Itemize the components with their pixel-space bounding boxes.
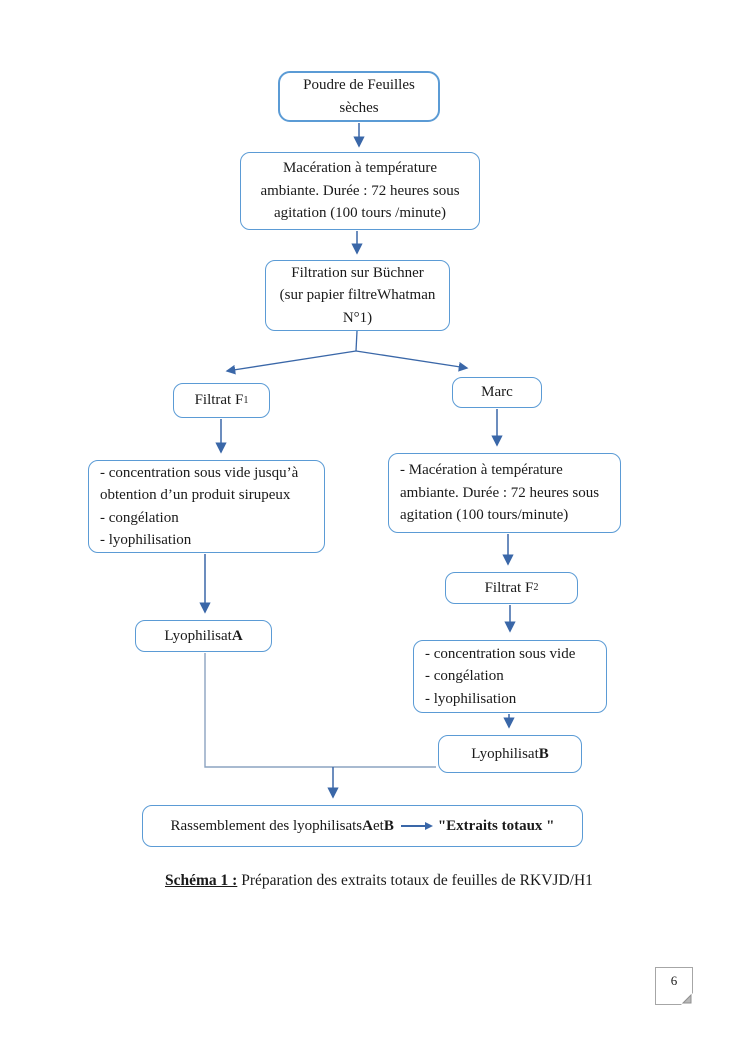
node-lyophilisat-a: Lyophilisat A [135,620,272,652]
page-number-box: 6 [655,967,693,1005]
figure-caption: Schéma 1 : Préparation des extraits tota… [165,872,593,890]
node-filtration-buchner: Filtration sur Büchner (sur papier filtr… [265,260,450,331]
rassemblement-text-2: et [373,817,384,834]
node-maceration-2: - Macération à température ambiante. Dur… [388,453,621,533]
rassemblement-text-1: Rassemblement des lyophilisats [170,817,363,834]
rassemblement-letter-a: A [362,817,373,834]
lyophilisat-a-label: Lyophilisat [164,627,232,644]
rassemblement-letter-b: B [383,817,394,834]
arrow-fork-to-marc [355,350,469,372]
node-maceration-1: Macération à température ambiante. Durée… [240,152,480,230]
line-filtration-fork-stem [355,330,358,352]
rassemblement-result: "Extraits totaux " [437,817,555,834]
caption-text: Préparation des extraits totaux de feuil… [237,872,593,889]
lyophilisat-b-letter: B [538,745,549,762]
lyophilisat-a-letter: A [231,627,243,644]
node-process-left: - concentration sous vide jusqu’à obtent… [88,460,325,553]
folded-corner-icon [681,993,693,1005]
node-poudre-feuilles: Poudre de Feuilles sèches [278,71,440,122]
page-number: 6 [670,973,678,988]
filtrat-f1-label: Filtrat F [194,392,244,409]
node-marc: Marc [452,377,542,408]
filtrat-f2-label: Filtrat F [484,579,534,596]
caption-label: Schéma 1 : [165,872,238,889]
arrow-fork-to-filtrat1 [225,350,357,375]
lyophilisat-b-label: Lyophilisat [471,745,539,762]
right-arrow-icon [400,822,433,830]
elbow-lyophilisat-a-to-b [204,653,436,768]
node-rassemblement: Rassemblement des lyophilisats A et B "Ex… [142,805,583,847]
node-process-right: - concentration sous vide - congélation … [413,640,607,713]
node-lyophilisat-b: Lyophilisat B [438,735,582,773]
